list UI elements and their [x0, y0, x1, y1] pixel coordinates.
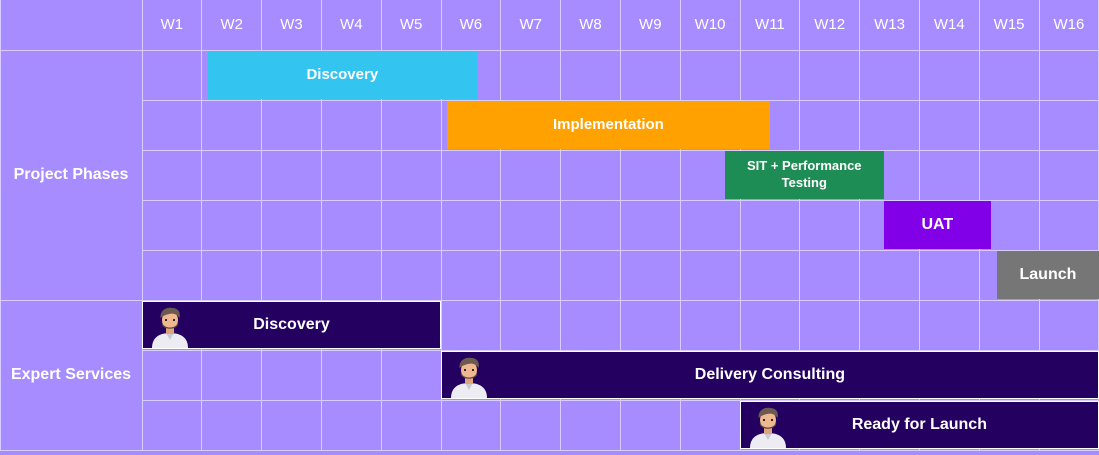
grid-vline: [560, 0, 562, 450]
grid-hline: [142, 399, 1099, 401]
section-label-expert-services: Expert Services: [10, 366, 132, 383]
week-header-w10: W10: [694, 16, 726, 33]
week-header-w14: W14: [933, 16, 965, 33]
grid-vline: [141, 0, 143, 450]
task-bar-label: Delivery Consulting: [694, 365, 846, 383]
task-bar-implementation[interactable]: Implementation: [446, 101, 770, 149]
task-bar-delivery-consulting[interactable]: Delivery Consulting: [441, 351, 1099, 399]
task-bar-label: UAT: [921, 215, 954, 233]
week-header-w9: W9: [639, 16, 662, 33]
grid-vline: [859, 0, 861, 450]
task-bar-discovery[interactable]: Discovery: [207, 51, 477, 99]
grid-vline: [320, 0, 322, 450]
week-header-w7: W7: [519, 16, 542, 33]
week-header-w16: W16: [1053, 16, 1085, 33]
grid-hline: [142, 249, 1099, 251]
week-header-w4: W4: [340, 16, 363, 33]
grid-vline: [799, 0, 801, 450]
grid-vline: [0, 0, 1, 450]
grid-vline: [500, 0, 502, 450]
grid-hline: [142, 349, 1099, 351]
week-header-w12: W12: [814, 16, 846, 33]
grid-hline: [0, 299, 1099, 301]
week-header-w6: W6: [459, 16, 483, 33]
task-bar-label: Implementation: [552, 116, 664, 134]
grid-vline: [739, 0, 741, 450]
week-header-w1: W1: [160, 16, 184, 33]
task-bar-ready-for-launch[interactable]: Ready for Launch: [740, 401, 1099, 449]
grid-hline: [0, 49, 1099, 51]
task-bar-launch[interactable]: Launch: [997, 251, 1099, 299]
grid-vline: [201, 0, 203, 450]
task-bar-label: Discovery: [253, 315, 330, 333]
task-bar-label: Discovery: [306, 66, 379, 84]
task-bar-label: Launch: [1019, 265, 1077, 283]
week-header-w15: W15: [993, 16, 1025, 33]
week-header-w13: W13: [874, 16, 905, 33]
week-header-w2: W2: [220, 16, 243, 33]
grid-vline: [440, 0, 442, 450]
grid-vline: [380, 0, 382, 450]
task-bar-label: SIT + Performance Testing: [747, 158, 862, 190]
week-header-w3: W3: [280, 16, 303, 33]
task-bar-label: Ready for Launch: [851, 415, 987, 433]
grid-vline: [679, 0, 681, 450]
grid-hline: [142, 199, 1099, 201]
week-header-w8: W8: [579, 16, 602, 33]
section-label-project-phases: Project Phases: [13, 166, 129, 183]
task-bar-uat[interactable]: UAT: [883, 201, 992, 249]
week-header-w11: W11: [755, 16, 785, 33]
task-bar-sit-performance-testing[interactable]: SIT + Performance Testing: [725, 151, 884, 199]
grid-vline: [619, 0, 621, 450]
grid-hline: [0, 449, 1099, 451]
grid-vline: [261, 0, 263, 450]
week-header-w5: W5: [399, 16, 423, 33]
task-bar-discovery[interactable]: Discovery: [142, 301, 441, 349]
grid-hline: [142, 149, 1099, 151]
grid-hline: [142, 99, 1099, 101]
consultant-avatar-icon: [148, 304, 192, 355]
consultant-avatar-icon: [746, 404, 790, 455]
grid-vline: [1038, 0, 1040, 450]
consultant-avatar-icon: [447, 354, 491, 405]
